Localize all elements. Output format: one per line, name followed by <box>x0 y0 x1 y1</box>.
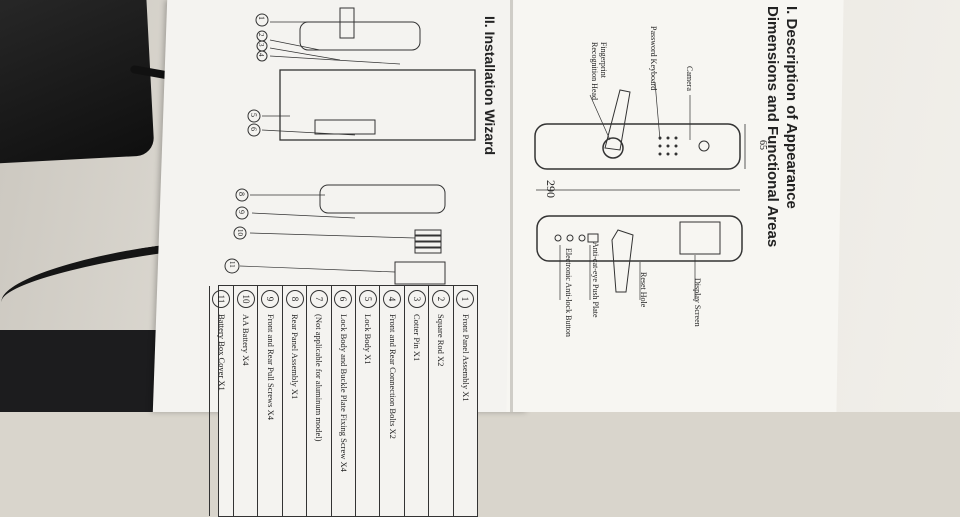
part-name: Rear Panel Assembly X1 <box>290 314 301 400</box>
part-name: Square Rod X2 <box>436 314 447 367</box>
part-number: 4 <box>383 290 402 308</box>
parts-list-row: 10 AA Battery X4 <box>233 286 258 516</box>
part-name: Front Panel Assembly X1 <box>460 314 471 402</box>
display-screen <box>679 221 721 255</box>
part-number: 9 <box>261 290 280 308</box>
callout-5: 5 <box>249 113 258 117</box>
part-name: Front and Rear Connection Bolts X2 <box>387 314 398 439</box>
parts-list-row: 7 (Not applicable for aluminum model) <box>306 286 331 516</box>
callout-4: 4 <box>257 53 265 57</box>
battery-cover-part <box>394 261 446 285</box>
part-number: 7 <box>309 290 328 308</box>
part-name: Cotter Pin X1 <box>411 314 422 362</box>
callout-11: 11 <box>228 261 236 268</box>
battery-cells <box>414 229 442 254</box>
lock-diagrams <box>534 81 746 300</box>
part-number: 6 <box>334 290 353 308</box>
part-number: 11 <box>212 290 231 308</box>
part-number: 3 <box>407 290 426 308</box>
back-buttons <box>554 233 599 243</box>
part-name: Lock Body and Buckle Plate Fixing Screw … <box>338 314 349 472</box>
installation-diagram <box>224 7 476 285</box>
part-number: 2 <box>431 290 450 308</box>
lock-body-part <box>279 69 476 141</box>
callout-8: 8 <box>237 192 246 196</box>
part-number: 10 <box>236 290 255 308</box>
part-name: Battery Box Cover X1 <box>216 314 227 391</box>
back-lock-outline <box>536 215 743 262</box>
callout-circles <box>224 13 269 274</box>
front-lock-outline <box>534 123 741 170</box>
part-name: Front and Rear Pull Screws X4 <box>265 314 276 421</box>
part-number: 5 <box>358 290 377 308</box>
part-name: (Not applicable for aluminum model) <box>314 314 325 442</box>
rear-panel-part <box>319 184 446 214</box>
part-name: Lock Body X1 <box>363 314 374 365</box>
part-name: AA Battery X4 <box>241 314 252 366</box>
callout-3: 3 <box>257 43 265 47</box>
back-handle <box>611 229 634 293</box>
booklet-spine <box>510 0 513 412</box>
keypad-dots <box>658 136 678 156</box>
callout-9: 9 <box>237 210 246 214</box>
fingerprint-head <box>602 137 624 159</box>
part-number: 8 <box>285 290 304 308</box>
callout-10: 10 <box>236 229 244 236</box>
front-handle <box>604 89 631 151</box>
callout-2: 2 <box>257 33 265 37</box>
callout-1: 1 <box>257 16 266 20</box>
front-panel-part <box>299 21 421 51</box>
callout-6: 6 <box>249 127 258 131</box>
part-number: 1 <box>456 290 475 308</box>
camera-lens <box>698 140 710 152</box>
